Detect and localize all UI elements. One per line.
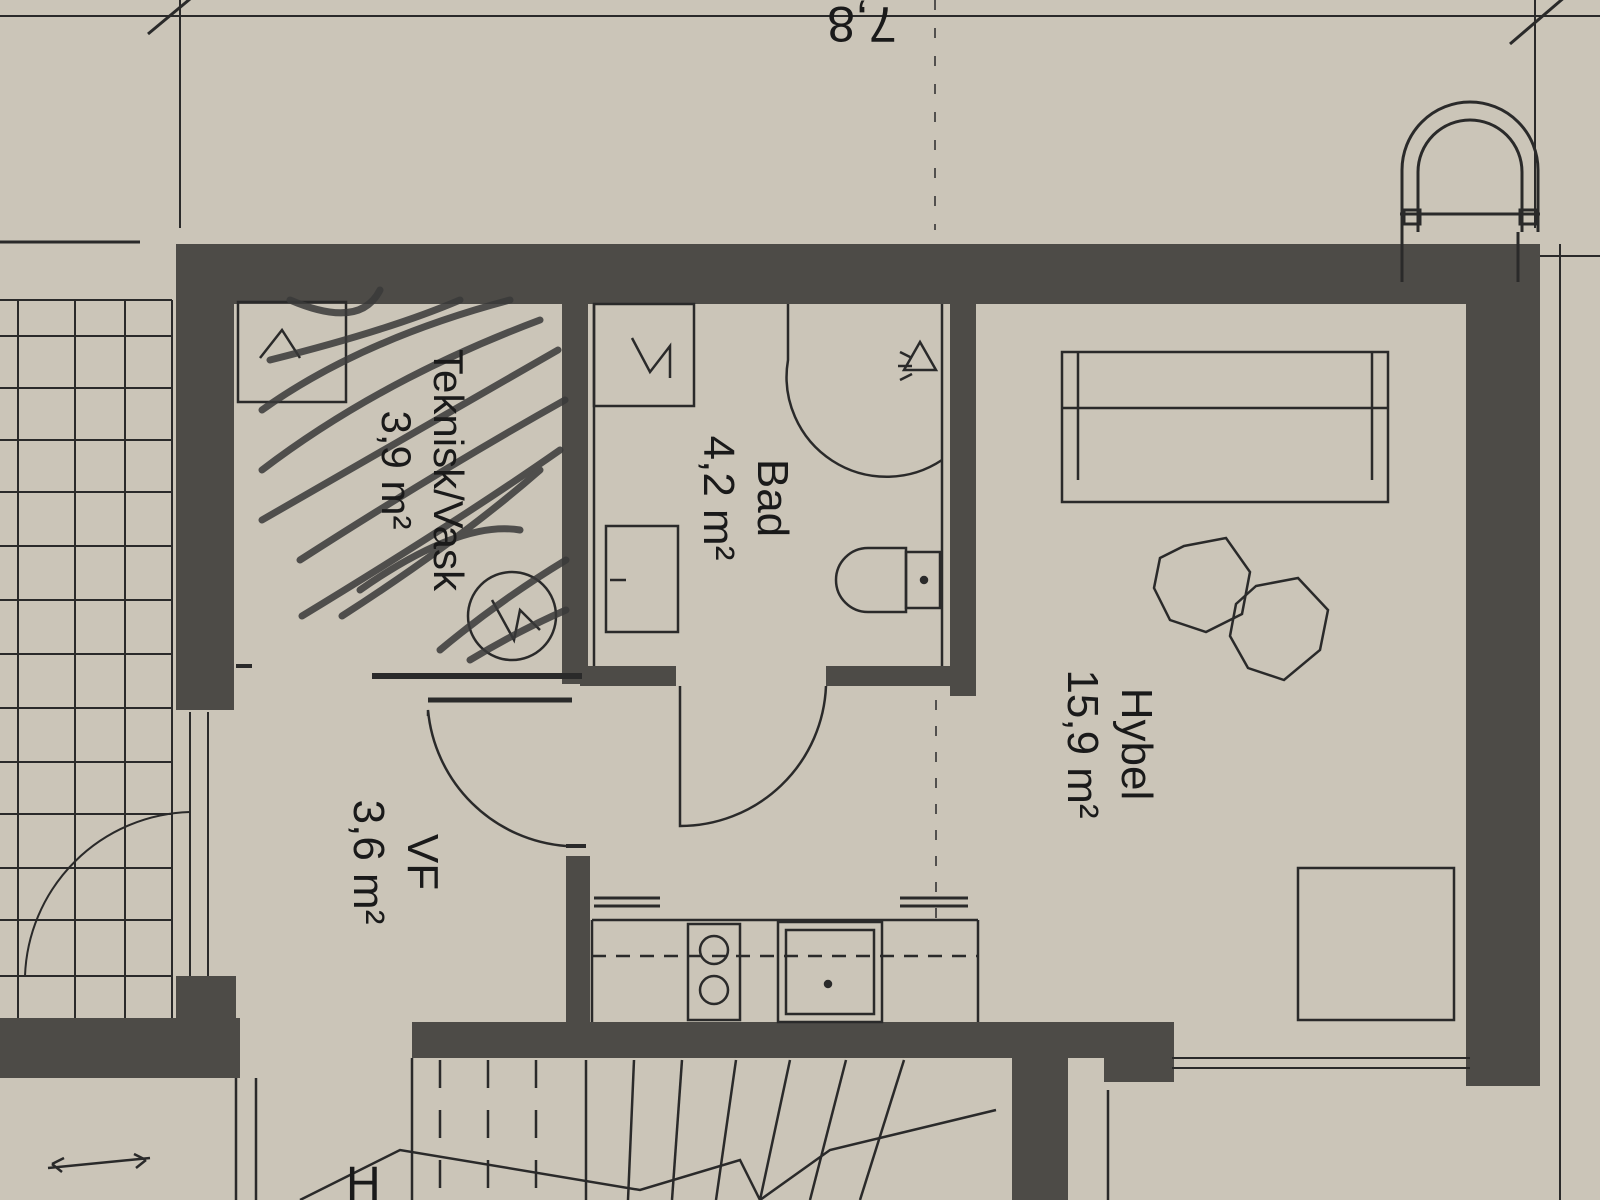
scribble-marks — [258, 286, 570, 664]
dimension-label: 7,8 — [827, 0, 897, 52]
sofa — [1060, 350, 1390, 504]
bad-door — [678, 685, 828, 828]
teknisk-name: Teknisk/Vask — [425, 349, 472, 592]
wall-teknisk-bad — [562, 300, 588, 684]
stair-mark-label: H — [346, 1158, 381, 1200]
chair-right — [1228, 576, 1330, 682]
left-stair-grid — [0, 299, 209, 1018]
vf-door — [236, 664, 586, 848]
room-label-teknisk: Teknisk/Vask 3,9 m² — [373, 349, 472, 592]
wall-right-foot — [1468, 1030, 1536, 1086]
wall-right — [1466, 244, 1540, 1086]
room-label-vf: VF 3,6 m² — [344, 800, 447, 925]
bad-area: 4,2 m² — [694, 436, 743, 561]
shower-head — [901, 339, 939, 372]
stove — [686, 922, 742, 1022]
kitchen-sink — [776, 920, 884, 1024]
toilet — [834, 546, 908, 614]
wall-bottom-right — [1104, 1022, 1174, 1082]
bad-name: Bad — [748, 459, 797, 537]
wall-bottom-stub — [1012, 1022, 1068, 1200]
hybel-room-fixtures — [935, 350, 1456, 1022]
hybel-area: 15,9 m² — [1058, 669, 1107, 818]
stove-burner-top — [698, 934, 730, 966]
bad-room-fixtures — [592, 302, 944, 666]
wall-bad-bottom-left — [580, 666, 676, 686]
room-label-hybel: Hybel 15,9 m² — [1058, 669, 1161, 818]
wall-left-upper — [176, 244, 234, 710]
table — [1296, 866, 1456, 1022]
kitchen-fixtures — [590, 896, 980, 1024]
arch-fixture — [1400, 100, 1540, 282]
right-outer-lines — [1172, 244, 1600, 1200]
bottom-stair — [47, 1058, 1110, 1200]
shower-curve — [785, 304, 943, 479]
wall-bad-hybel — [950, 300, 976, 696]
chair-left — [1152, 536, 1252, 634]
dimension-text: 7,8 — [827, 0, 897, 52]
wall-left-corner — [176, 976, 236, 1036]
vf-name: VF — [398, 834, 447, 890]
stove-burner-bottom — [698, 974, 730, 1006]
dimension-line — [0, 0, 1600, 244]
vf-area: 3,6 m² — [344, 800, 393, 925]
hybel-name: Hybel — [1112, 688, 1161, 801]
teknisk-area: 3,9 m² — [373, 410, 420, 529]
bathroom-sink — [604, 524, 680, 634]
walls — [0, 244, 1540, 1200]
wall-top — [176, 244, 1540, 304]
room-label-bad: Bad 4,2 m² — [694, 436, 797, 561]
wall-kitchen-left — [566, 856, 590, 1022]
wall-bad-bottom-right — [826, 666, 976, 686]
bathroom-cabinet — [592, 302, 696, 408]
